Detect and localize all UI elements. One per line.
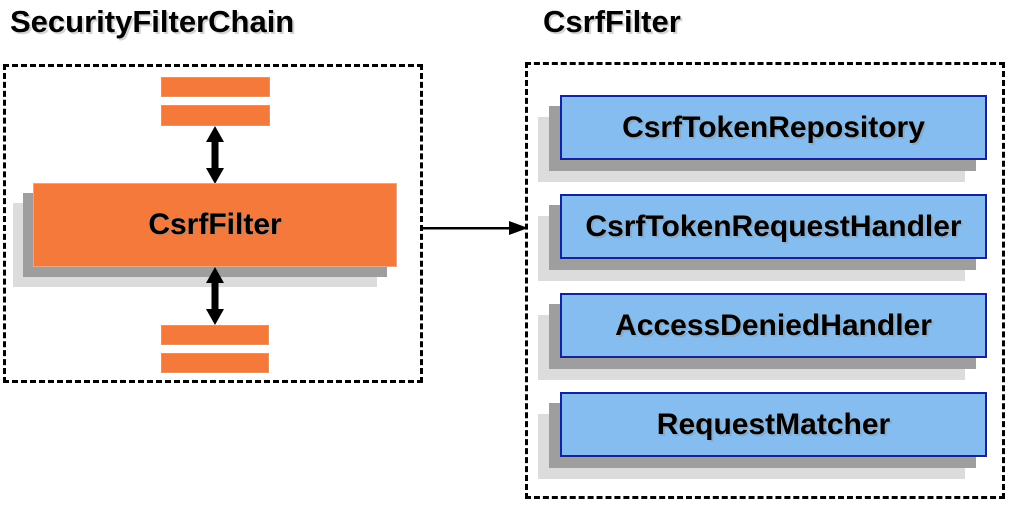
component-box-label: AccessDeniedHandler <box>615 308 932 342</box>
filter-bar <box>161 325 269 345</box>
up-down-arrow-icon <box>204 126 226 184</box>
component-box-access-denied-handler: AccessDeniedHandler <box>560 293 987 358</box>
component-box-csrf-token-repository: CsrfTokenRepository <box>560 95 987 160</box>
filter-bar <box>161 77 270 97</box>
component-box-label: CsrfTokenRepository <box>622 110 925 144</box>
filter-bar <box>161 105 270 126</box>
up-down-arrow-icon <box>204 267 226 325</box>
component-box-label: RequestMatcher <box>656 407 891 441</box>
csrf-filter-box: CsrfFilter <box>33 183 397 267</box>
component-box-request-matcher: RequestMatcher <box>560 392 987 457</box>
security-filter-chain-title: SecurityFilterChain <box>10 4 295 39</box>
component-box-label: CsrfTokenRequestHandler <box>585 209 962 243</box>
component-box-csrf-token-request-handler: CsrfTokenRequestHandler <box>560 194 987 259</box>
security-filter-chain-container <box>3 64 423 383</box>
csrf-filter-box-label: CsrfFilter <box>148 208 282 241</box>
filter-bar <box>161 353 269 373</box>
csrf-filter-container <box>525 62 1005 499</box>
csrf-filter-title: CsrfFilter <box>543 4 681 39</box>
right-arrow-icon <box>422 219 528 237</box>
